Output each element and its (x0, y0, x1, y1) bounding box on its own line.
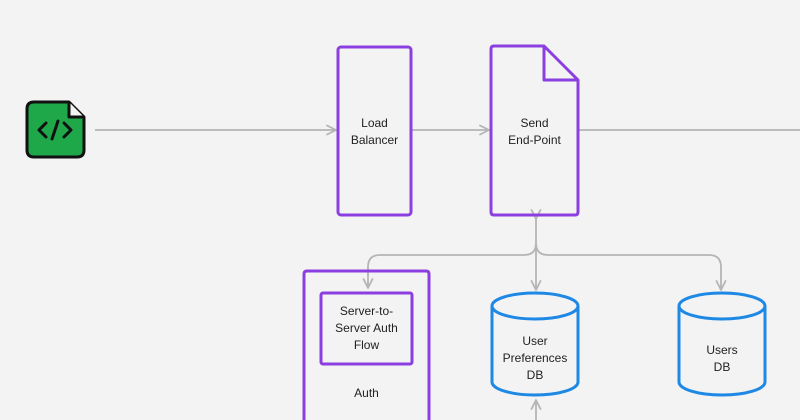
load-balancer-label: Load Balancer (350, 116, 399, 147)
load-balancer-box (336, 45, 413, 217)
auth-flow-label: Server-to- Server Auth Flow (335, 303, 398, 352)
user-preferences-db-label: User Preferences DB (502, 333, 568, 382)
users-db-cylinder (677, 291, 767, 397)
code-file-icon (25, 100, 86, 159)
user-preferences-db-cylinder (490, 291, 580, 397)
auth-label: Auth (354, 385, 379, 400)
send-endpoint-label: Send End-Point (508, 116, 561, 147)
users-db-label: Users DB (706, 343, 738, 374)
send-endpoint-document-shape (489, 44, 580, 217)
auth-flow-box (319, 291, 414, 366)
auth-container-box (302, 269, 431, 420)
connector-endpoint-to-users-db (535, 242, 727, 291)
send-endpoint-folded-corner (542, 46, 578, 82)
connector-endpoint-to-auth (362, 242, 537, 289)
